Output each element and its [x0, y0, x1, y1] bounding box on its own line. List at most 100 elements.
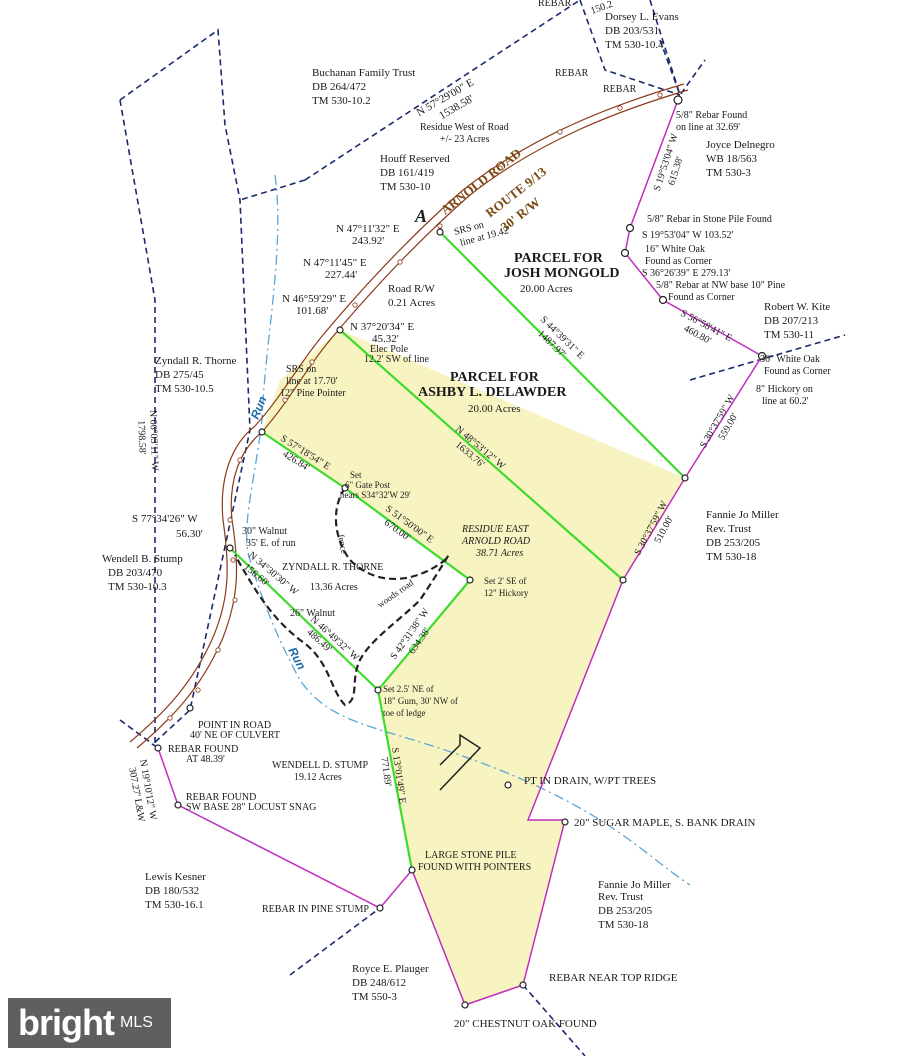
north-arrow-icon	[439, 733, 482, 791]
svg-text:Rev. Trust: Rev. Trust	[598, 891, 643, 903]
note-white-oak16: 16" White Oak Found as Corner	[645, 244, 712, 267]
bearing-b22: N 19°10'12" W 307.27' L&W	[126, 759, 158, 824]
svg-text:bears S34°32'W 29': bears S34°32'W 29'	[340, 490, 411, 500]
note-elec-pole: Elec Pole 12.2' SW of line	[364, 344, 430, 365]
note-walnut30: 30" Walnut 35' E. of run	[242, 526, 296, 549]
parcel-josh: PARCEL FOR JOSH MONGOLD 20.00 Acres	[504, 251, 620, 295]
svg-text:Zyndall R. Thorne: Zyndall R. Thorne	[155, 355, 236, 367]
svg-text:DB 207/213: DB 207/213	[764, 315, 819, 327]
svg-text:Road R/W: Road R/W	[388, 283, 435, 295]
bearing-b6: S 44°39'31" E 1487.97'	[535, 314, 586, 361]
residue-east-parcel-fill	[262, 330, 685, 1005]
svg-text:Set 2.5' NE of: Set 2.5' NE of	[383, 684, 434, 694]
svg-text:Robert W. Kite: Robert W. Kite	[764, 301, 830, 313]
svg-text:N 37°20'34" E: N 37°20'34" E	[350, 321, 414, 333]
svg-text:227.44': 227.44'	[325, 269, 357, 281]
svg-text:8" Hickory on: 8" Hickory on	[756, 384, 813, 395]
note-chestnut: 20" CHESTNUT OAK FOUND	[454, 1018, 597, 1030]
svg-text:PARCEL FOR: PARCEL FOR	[514, 251, 604, 266]
svg-text:1798.58': 1798.58'	[135, 420, 147, 455]
bearing-b18: S 19°53'04" W 103.52'	[642, 230, 734, 241]
svg-text:13.36 Acres: 13.36 Acres	[310, 582, 358, 593]
svg-text:DB 161/419: DB 161/419	[380, 167, 435, 179]
label-rebar-top: REBAR	[538, 0, 572, 9]
label-run-upper: Run	[248, 394, 270, 421]
bearing-b19: S 36°26'39" E 279.13'	[642, 268, 731, 279]
svg-text:N 06°03'11" W: N 06°03'11" W	[147, 410, 160, 472]
svg-text:DB 203/470: DB 203/470	[108, 567, 163, 579]
note-rebar-ridge: REBAR NEAR TOP RIDGE	[549, 972, 678, 984]
svg-text:19.12 Acres: 19.12 Acres	[294, 772, 342, 783]
svg-text:ASHBY L. DELAWDER: ASHBY L. DELAWDER	[418, 385, 567, 400]
bright-mls-watermark: bright MLS	[8, 998, 171, 1048]
svg-text:REBAR FOUND: REBAR FOUND	[168, 744, 238, 755]
svg-text:5/8" Rebar Found: 5/8" Rebar Found	[676, 110, 747, 121]
svg-text:243.92': 243.92'	[352, 235, 384, 247]
bearing-b2: N 47°11'32" E 243.92'	[336, 223, 400, 247]
svg-text:101.68': 101.68'	[296, 305, 328, 317]
svg-text:20.00 Acres: 20.00 Acres	[520, 283, 573, 295]
parcel-lines-magenta	[157, 99, 764, 1006]
bearing-b17: S 19°53'04" W 615.38'	[652, 132, 686, 193]
owner-houff: Houff Reserved DB 161/419 TM 530-10	[380, 153, 450, 193]
svg-text:Joyce Delnegro: Joyce Delnegro	[706, 139, 775, 151]
svg-text:TM 530-10.3: TM 530-10.3	[108, 581, 167, 593]
svg-text:40' NE OF CULVERT: 40' NE OF CULVERT	[190, 730, 280, 741]
arnold-road	[129, 83, 689, 749]
svg-text:16" White Oak: 16" White Oak	[645, 244, 705, 255]
svg-text:AT 48.39': AT 48.39'	[186, 754, 225, 765]
svg-text:Set 2' SE of: Set 2' SE of	[484, 576, 526, 586]
svg-text:12.2' SW of line: 12.2' SW of line	[364, 354, 430, 365]
label-fence: fence	[336, 534, 349, 555]
svg-text:TM 530-10.4: TM 530-10.4	[605, 39, 664, 51]
svg-text:Found as Corner: Found as Corner	[645, 256, 712, 267]
note-point-road: POINT IN ROAD 40' NE OF CULVERT	[190, 720, 280, 741]
bearing-b20: N 06°03'11" W 1798.58'	[135, 410, 160, 472]
svg-text:N 47°11'45" E: N 47°11'45" E	[303, 257, 367, 269]
svg-text:6" Gate Post: 6" Gate Post	[345, 480, 391, 490]
svg-text:5/8" Rebar at NW base 10" Pine: 5/8" Rebar at NW base 10" Pine	[656, 280, 786, 291]
svg-text:SRS on: SRS on	[286, 364, 316, 375]
corner-points	[154, 95, 767, 1009]
svg-text:Elec Pole: Elec Pole	[370, 344, 409, 355]
note-set-gum: Set 2.5' NE of 18" Gum, 30' NW of toe of…	[383, 684, 458, 718]
note-sugar-maple: 20" SUGAR MAPLE, S. BANK DRAIN	[574, 817, 755, 829]
note-srs2: SRS on line at 17.70' 12" Pine Pointer	[280, 364, 346, 399]
owner-royce: Royce E. Plauger DB 248/612 TM 550-3	[352, 963, 429, 1003]
residue-west: Residue West of Road +/- 23 Acres	[420, 122, 509, 145]
bearing-b15: S 30°37'59" W 559.00'	[698, 392, 741, 450]
svg-text:DB 253/205: DB 253/205	[706, 537, 761, 549]
svg-text:12" Pine Pointer: 12" Pine Pointer	[280, 388, 346, 399]
svg-text:Set: Set	[350, 470, 362, 480]
svg-text:TM 530-3: TM 530-3	[706, 167, 751, 179]
svg-text:FOUND WITH POINTERS: FOUND WITH POINTERS	[418, 862, 531, 873]
bearing-b21: S 77°34'26" W 56.30'	[132, 513, 203, 540]
svg-text:35' E. of run: 35' E. of run	[246, 538, 296, 549]
owner-wendell: Wendell B. Stump DB 203/470 TM 530-10.3	[102, 553, 183, 593]
note-rebar-found-top: 5/8" Rebar Found on line at 32.69'	[676, 110, 747, 133]
svg-text:DB 248/612: DB 248/612	[352, 977, 406, 989]
svg-text:18" Gum, 30' NW of: 18" Gum, 30' NW of	[383, 696, 458, 706]
road-rw-area: Road R/W 0.21 Acres	[388, 283, 435, 309]
svg-text:Royce E. Plauger: Royce E. Plauger	[352, 963, 429, 975]
fence-lines	[234, 487, 450, 707]
svg-text:ZYNDALL R. THORNE: ZYNDALL R. THORNE	[282, 562, 383, 573]
point-a: A	[414, 206, 427, 226]
svg-text:Houff Reserved: Houff Reserved	[380, 153, 450, 165]
svg-text:0.21 Acres: 0.21 Acres	[388, 297, 435, 309]
svg-text:POINT IN ROAD: POINT IN ROAD	[198, 720, 271, 731]
svg-text:DB 275/45: DB 275/45	[155, 369, 204, 381]
svg-text:Fannie Jo Miller: Fannie Jo Miller	[598, 879, 671, 891]
svg-text:Dorsey L. Evans: Dorsey L. Evans	[605, 11, 679, 23]
svg-text:on line at 32.69': on line at 32.69'	[676, 122, 740, 133]
bearing-b3: N 47°11'45" E 227.44'	[303, 257, 367, 281]
owner-lewis: Lewis Kesner DB 180/532 TM 530-16.1	[145, 871, 206, 911]
svg-text:DB 203/531: DB 203/531	[605, 25, 659, 37]
svg-text:DB 180/532: DB 180/532	[145, 885, 199, 897]
bearing-b12: N 34°30'30" W 156.60'	[241, 550, 300, 598]
svg-text:12" Hickory: 12" Hickory	[484, 588, 529, 598]
label-rebar1: REBAR	[555, 68, 589, 79]
note-pt-drain: PT IN DRAIN, W/PT TREES	[524, 775, 656, 787]
note-stone-pile: LARGE STONE PILE FOUND WITH POINTERS	[418, 850, 531, 873]
